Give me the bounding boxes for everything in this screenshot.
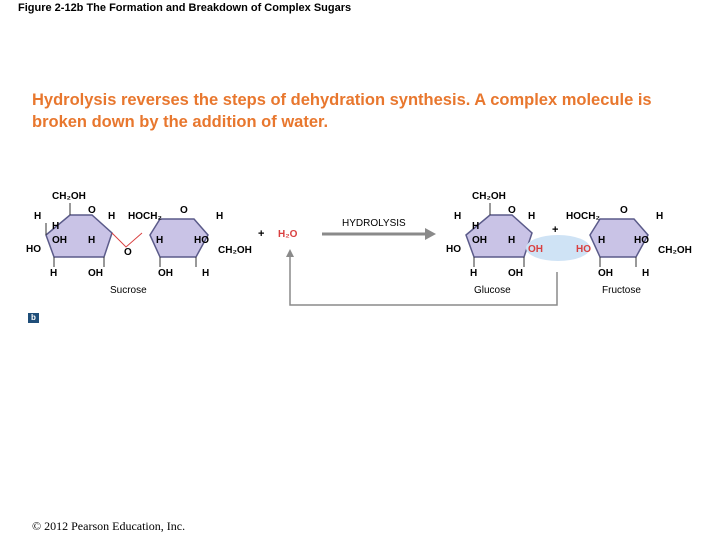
glucose-ho: HO xyxy=(446,244,461,255)
glucose-new-oh: OH xyxy=(528,244,543,255)
hydrolysis-label: HYDROLYSIS xyxy=(342,218,406,229)
sucrose-o-bridge: O xyxy=(124,247,132,258)
glucose-h-1: H xyxy=(454,211,461,222)
fructose-ring xyxy=(589,218,649,267)
sucrose-oh-1: OH xyxy=(52,235,67,246)
plus-sign-products: + xyxy=(552,224,558,236)
fructose-h-1: H xyxy=(656,211,663,222)
glucose-h-4: H xyxy=(508,235,515,246)
figure-title: Figure 2-12b The Formation and Breakdown… xyxy=(18,2,352,14)
fructose-o: O xyxy=(620,205,628,216)
copyright: © 2012 Pearson Education, Inc. xyxy=(32,519,186,533)
fructose-ho: HO xyxy=(634,235,649,246)
glucose-h-5: H xyxy=(470,268,477,279)
sucrose-h-5: H xyxy=(50,268,57,279)
sucrose-h-1: H xyxy=(34,211,41,222)
headline-line-2: broken down by the addition of water. xyxy=(32,113,329,131)
return-arrowhead xyxy=(286,249,294,257)
sucrose-hoch2: HOCH₂ xyxy=(128,211,162,222)
sucrose-ch2oh-top: CH₂OH xyxy=(52,191,86,202)
hydrolysis-diagram: CH₂OH H O H H OH H HO H OH O HOCH₂ O H H… xyxy=(26,191,692,306)
sucrose-h-3: H xyxy=(52,221,59,232)
sucrose-h-6: H xyxy=(216,211,223,222)
sucrose-o-2: O xyxy=(180,205,188,216)
sucrose-h-7: H xyxy=(156,235,163,246)
sucrose-h-4: H xyxy=(88,235,95,246)
sucrose-o-1: O xyxy=(88,205,96,216)
fructose-hoch2: HOCH₂ xyxy=(566,211,600,222)
headline: Hydrolysis reverses the steps of dehydra… xyxy=(32,89,720,133)
water-highlight xyxy=(526,235,590,261)
sucrose-h-2: H xyxy=(108,211,115,222)
glycosidic-bond xyxy=(111,232,143,248)
sucrose-label: Sucrose xyxy=(110,285,147,296)
headline-line-1: Hydrolysis reverses the steps of dehydra… xyxy=(32,91,652,109)
sucrose-oh-3: OH xyxy=(158,268,173,279)
plus-sign-water: + xyxy=(258,228,264,240)
glucose-oh-2: OH xyxy=(508,268,523,279)
sucrose-h-8: H xyxy=(202,268,209,279)
fructose-h-3: H xyxy=(642,268,649,279)
sucrose-fructose-ring xyxy=(149,218,209,267)
fructose-new-h: HO xyxy=(576,244,591,255)
glucose-label: Glucose xyxy=(474,285,511,296)
glucose-ch2oh: CH₂OH xyxy=(472,191,506,202)
panel-badge: b xyxy=(28,313,39,323)
glucose-oh-1: OH xyxy=(472,235,487,246)
glucose-h-3: H xyxy=(472,221,479,232)
fructose-ch2oh: CH₂OH xyxy=(658,245,692,256)
fructose-label: Fructose xyxy=(602,285,641,296)
sucrose-ho-2: HO xyxy=(194,235,209,246)
glucose-o: O xyxy=(508,205,516,216)
glucose-ring xyxy=(465,203,533,267)
fructose-oh: OH xyxy=(598,268,613,279)
fructose-h-2: H xyxy=(598,235,605,246)
sucrose-ho-1: HO xyxy=(26,244,41,255)
hydrolysis-arrowhead xyxy=(425,228,436,240)
return-bracket xyxy=(289,253,558,306)
sucrose-oh-2: OH xyxy=(88,268,103,279)
glucose-h-2: H xyxy=(528,211,535,222)
water-molecule: H₂O xyxy=(278,229,298,240)
sucrose-ch2oh-bottom: CH₂OH xyxy=(218,245,252,256)
